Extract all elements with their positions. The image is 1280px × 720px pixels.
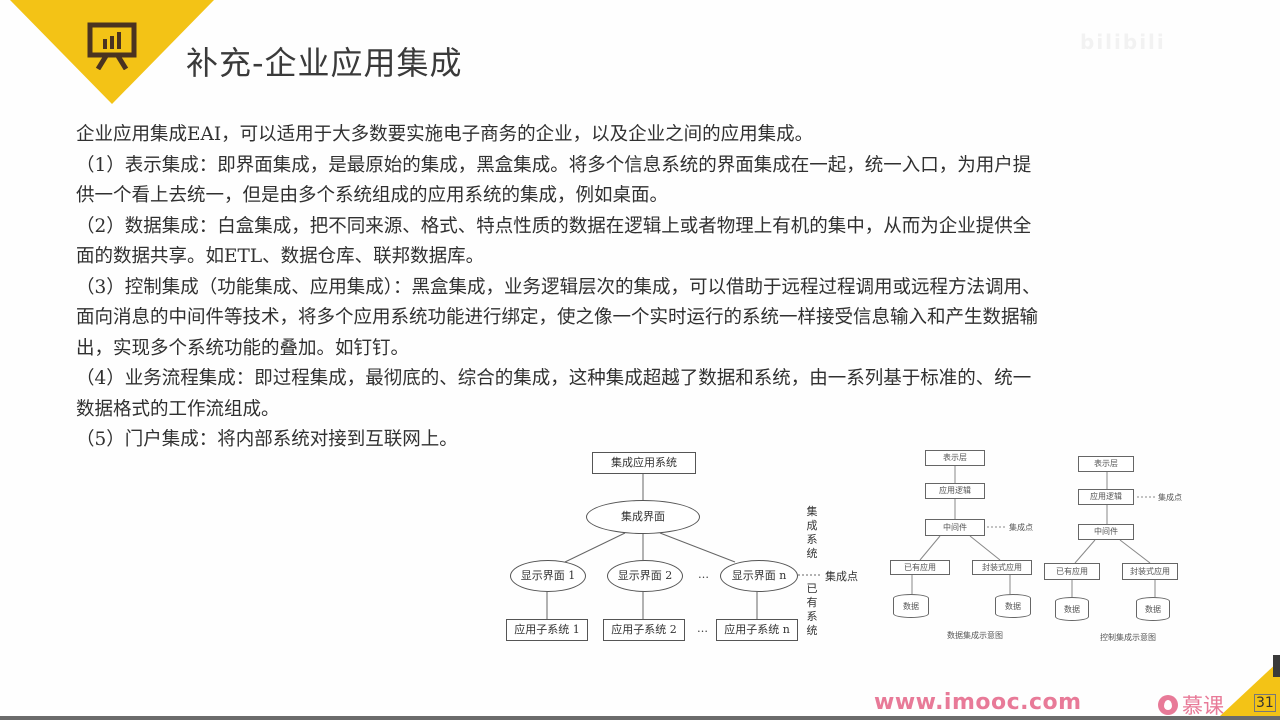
body-line: 出，实现多个系统功能的叠加。如钉钉。	[76, 337, 410, 359]
body-line: 企业应用集成EAI，可以适用于大多数要实施电子商务的企业，以及企业之间的应用集成…	[76, 124, 814, 145]
app-subsystem-box: 应用子系统 1	[506, 619, 588, 641]
database-icon: 数据	[893, 594, 929, 618]
wrapped-app-box: 封装式应用	[1122, 563, 1178, 580]
bottom-divider	[0, 716, 1280, 720]
bilibili-watermark: bilibili	[1080, 30, 1166, 54]
integration-point-label: 集成点	[1158, 493, 1182, 502]
ellipsis: …	[697, 622, 708, 635]
display-interface-node: 显示界面 1	[510, 560, 586, 592]
page-number: 31	[1254, 694, 1276, 712]
body-line: 面向消息的中间件等技术，将多个应用系统功能进行绑定，使之像一个实时运行的系统一样…	[76, 307, 1039, 328]
integration-point-label: 集成点	[825, 570, 858, 583]
body-text: 企业应用集成EAI，可以适用于大多数要实施电子商务的企业，以及企业之间的应用集成…	[76, 120, 1196, 456]
body-line: 面的数据共享。如ETL、数据仓库、联邦数据库。	[76, 246, 485, 267]
existing-system-label: 已有系统	[806, 582, 818, 637]
presentation-chart-icon	[87, 22, 137, 70]
corner-accent-bottom-right	[1220, 660, 1280, 716]
control-integration-caption: 控制集成示意图	[1100, 633, 1156, 642]
integrated-interface-node: 集成界面	[586, 500, 700, 534]
footer-url: www.imooc.com	[874, 690, 1082, 715]
app-logic-box: 应用逻辑	[1078, 489, 1134, 505]
middleware-box: 中间件	[925, 519, 985, 536]
wrapped-app-box: 封装式应用	[972, 560, 1032, 575]
side-tab	[1273, 655, 1280, 677]
app-subsystem-box: 应用子系统 2	[603, 619, 685, 641]
database-icon: 数据	[995, 594, 1031, 618]
body-line: （4）业务流程集成：即过程集成，最彻底的、综合的集成，这种集成超越了数据和系统，…	[76, 368, 1032, 389]
database-icon: 数据	[1055, 597, 1089, 621]
existing-app-box: 已有应用	[890, 560, 950, 575]
display-interface-node: 显示界面 n	[720, 560, 798, 592]
brand-name: 慕课	[1182, 694, 1224, 718]
app-logic-box: 应用逻辑	[925, 483, 985, 499]
body-line: （1）表示集成：即界面集成，是最原始的集成，黑盒集成。将多个信息系统的界面集成在…	[76, 154, 1032, 176]
body-line: 数据格式的工作流组成。	[76, 398, 280, 420]
existing-app-box: 已有应用	[1044, 563, 1100, 580]
middleware-box: 中间件	[1078, 524, 1134, 540]
display-interface-node: 显示界面 2	[607, 560, 683, 592]
data-integration-caption: 数据集成示意图	[947, 631, 1003, 640]
ellipsis: …	[698, 568, 709, 581]
integrated-system-label: 集成系统	[806, 505, 818, 560]
body-line: （5）门户集成：将内部系统对接到互联网上。	[76, 429, 458, 450]
body-line: （2）数据集成：白盒集成，把不同来源、格式、特点性质的数据在逻辑上或者物理上有机…	[76, 215, 1032, 237]
corner-accent-triangle	[10, 0, 214, 104]
footer-brand: 慕课	[1158, 690, 1224, 720]
app-subsystem-box: 应用子系统 n	[716, 619, 798, 641]
page-title: 补充-企业应用集成	[186, 44, 463, 82]
body-line: （3）控制集成（功能集成、应用集成）：黑盒集成，业务逻辑层次的集成，可以借助于远…	[76, 276, 1041, 298]
presentation-layer-box: 表示层	[1078, 456, 1134, 472]
database-icon: 数据	[1136, 597, 1170, 621]
body-line: 供一个看上去统一，但是由多个系统组成的应用系统的集成，例如桌面。	[76, 185, 669, 206]
flame-logo-icon	[1158, 695, 1178, 715]
integration-point-label: 集成点	[1009, 523, 1033, 532]
